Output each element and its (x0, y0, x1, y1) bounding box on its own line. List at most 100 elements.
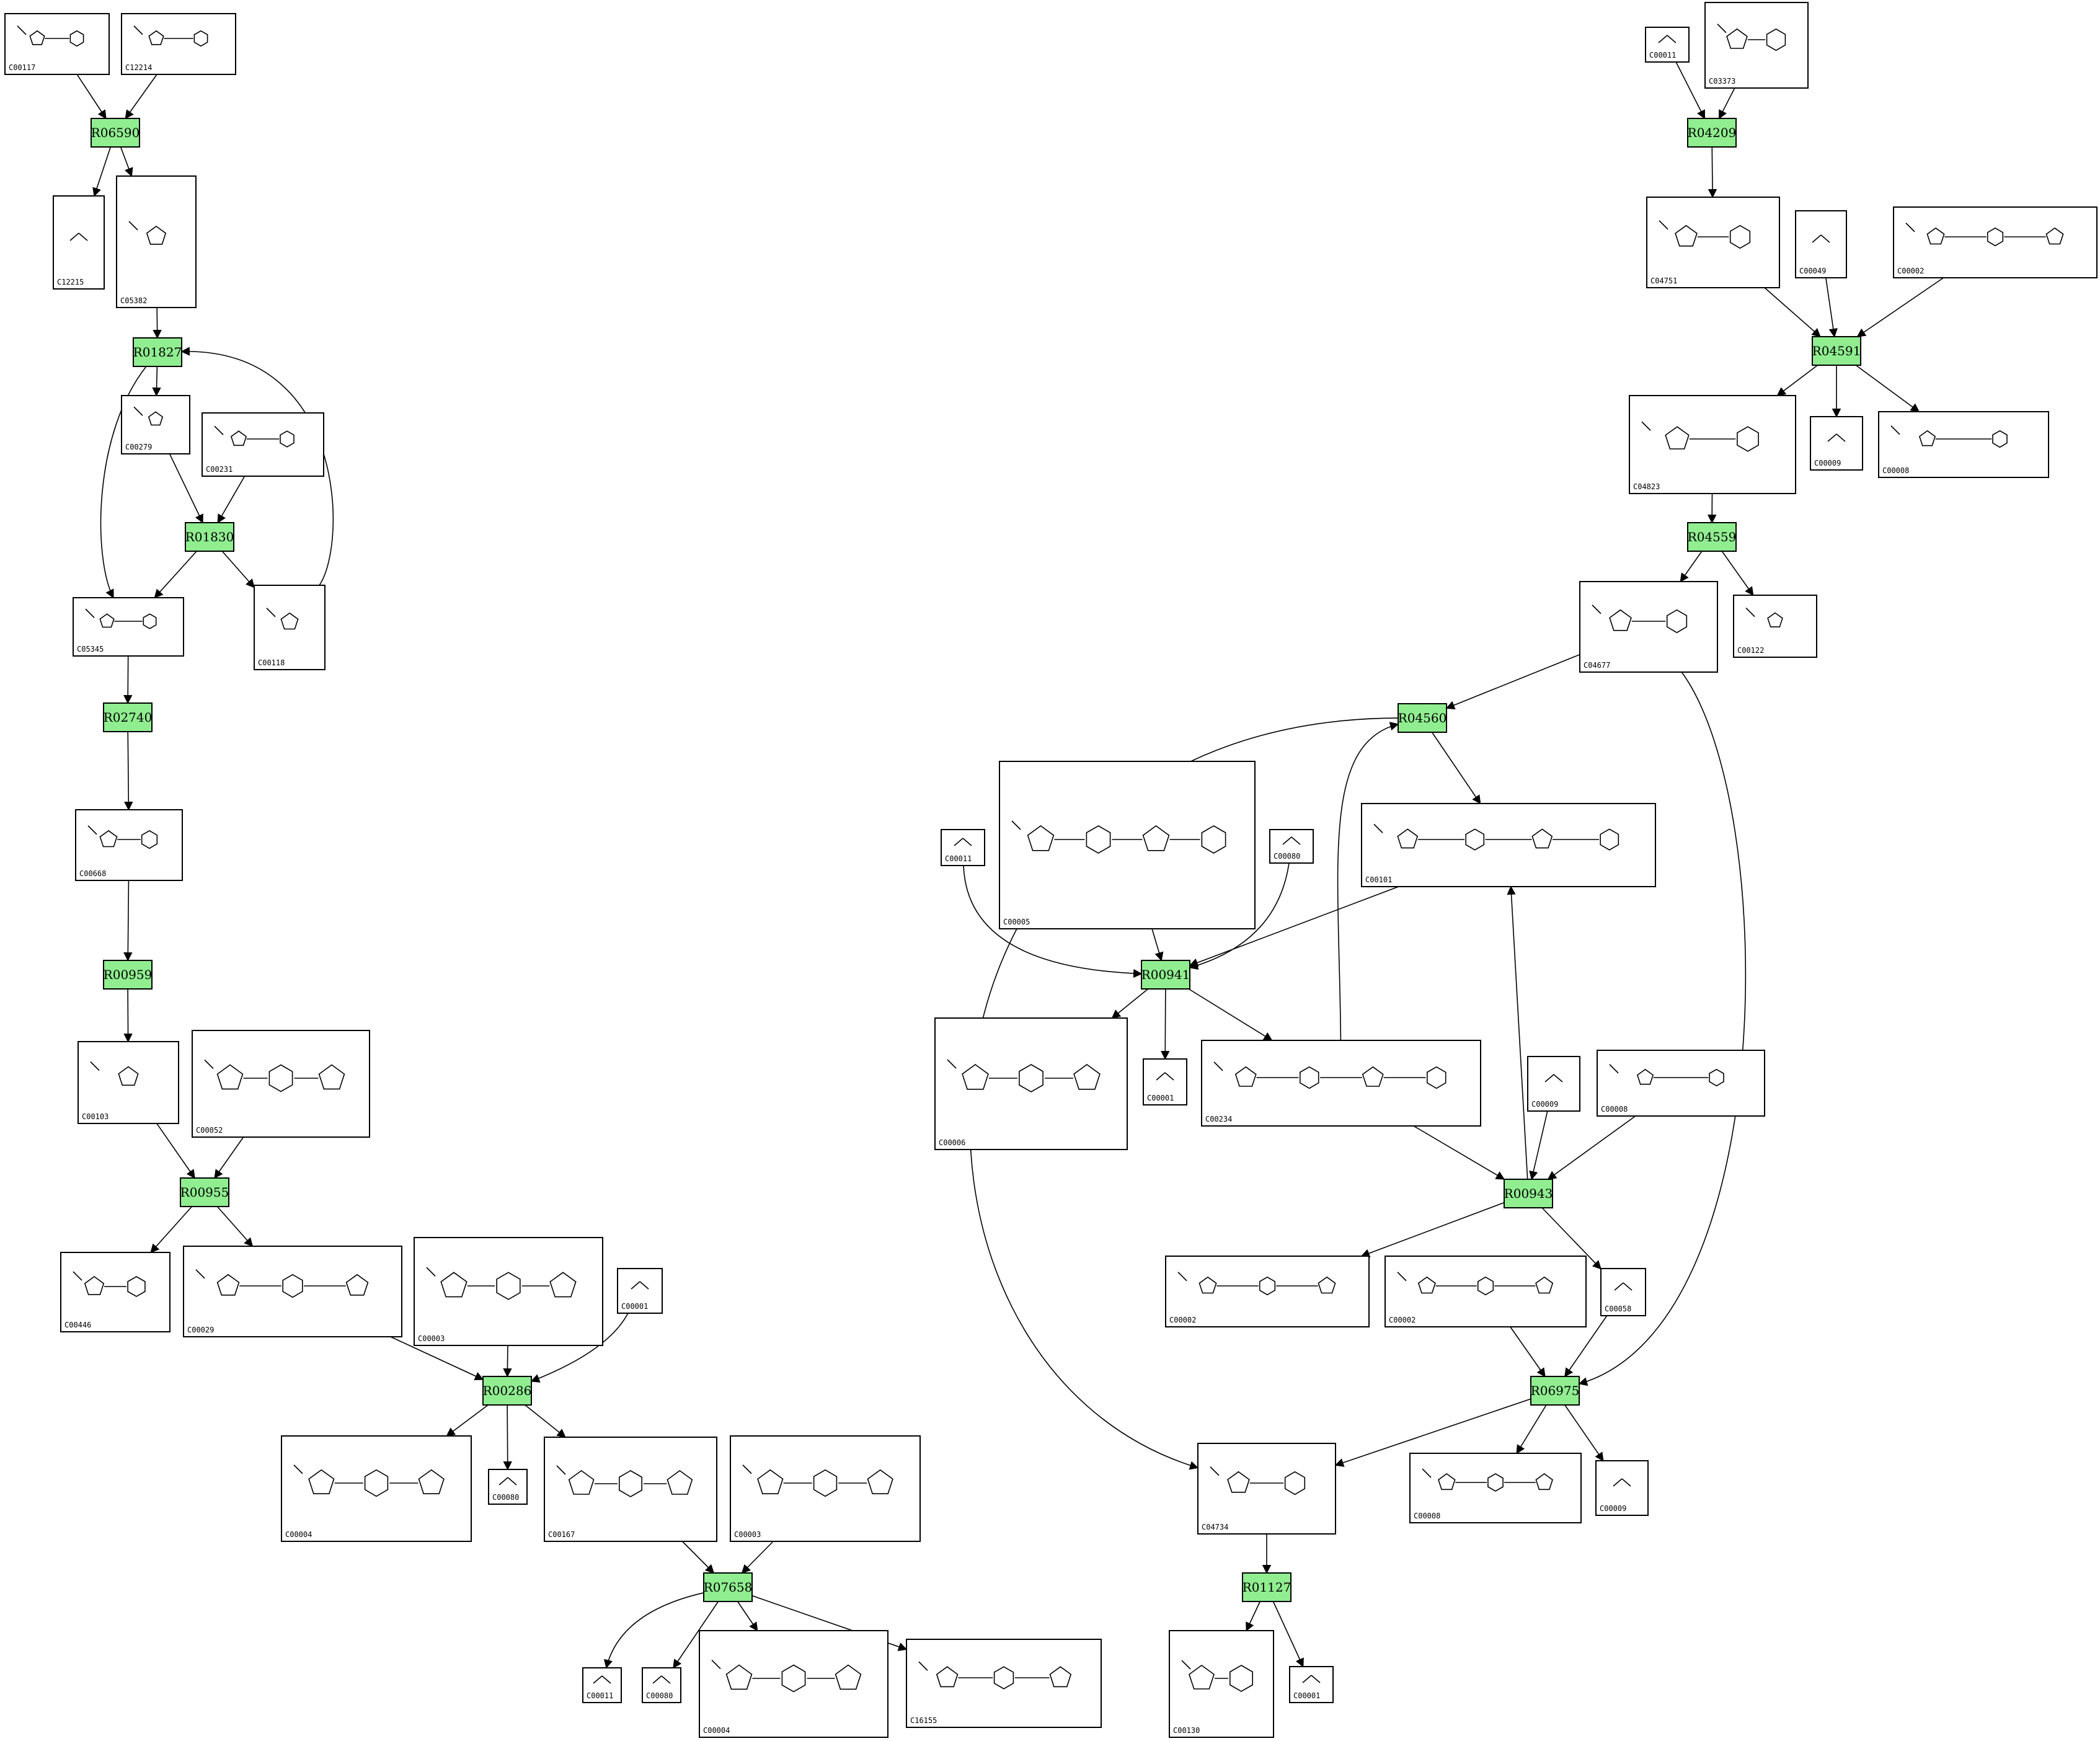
compound-node-c00080[interactable]: C00080 (1269, 829, 1314, 864)
compound-node-c04823[interactable]: C04823 (1629, 395, 1796, 494)
compound-box (617, 1268, 663, 1314)
compound-node-c00009[interactable]: C00009 (1527, 1056, 1580, 1112)
compound-node-c00008[interactable]: C00008 (1597, 1050, 1765, 1117)
compound-box (1201, 1040, 1481, 1127)
compound-node-c05382[interactable]: C05382 (116, 175, 197, 308)
reaction-node-r00941[interactable]: R00941 (1141, 960, 1190, 990)
compound-node-c00003[interactable]: C00003 (730, 1435, 921, 1542)
compound-node-c16155[interactable]: C16155 (906, 1639, 1102, 1728)
reaction-id-label: R06590 (91, 125, 140, 140)
reaction-node-r04591[interactable]: R04591 (1812, 336, 1861, 366)
reaction-node-r00959[interactable]: R00959 (103, 960, 153, 990)
compound-node-c00011[interactable]: C00011 (582, 1667, 622, 1703)
compound-box (73, 597, 184, 657)
compound-box (1361, 803, 1656, 887)
compound-node-c00446[interactable]: C00446 (60, 1252, 171, 1332)
reaction-node-r02740[interactable]: R02740 (103, 702, 153, 732)
reaction-node-r00286[interactable]: R00286 (482, 1376, 532, 1406)
reaction-id-label: R01127 (1243, 1580, 1291, 1595)
compound-id-label: C00002 (1389, 1316, 1416, 1324)
compound-id-label: C16155 (910, 1716, 937, 1725)
reaction-node-r06590[interactable]: R06590 (91, 118, 140, 148)
reaction-node-r00943[interactable]: R00943 (1504, 1179, 1553, 1208)
compound-node-c00231[interactable]: C00231 (202, 412, 324, 477)
compound-node-c12215[interactable]: C12215 (53, 195, 105, 290)
compound-node-c00167[interactable]: C00167 (544, 1437, 717, 1542)
compound-node-c00004[interactable]: C00004 (699, 1630, 888, 1738)
structure-imine-phosphate-icon (69, 233, 88, 241)
reaction-node-r04559[interactable]: R04559 (1687, 522, 1737, 552)
compound-id-label: C00167 (548, 1530, 575, 1539)
compound-box (281, 1435, 472, 1542)
compound-node-c00005[interactable]: C00005 (999, 761, 1256, 929)
structure-xylulose-5-phosphate-icon (214, 425, 295, 448)
structure-adp-icon (1609, 1064, 1724, 1087)
compound-id-label: C00002 (1169, 1316, 1196, 1324)
compound-node-c12214[interactable]: C12214 (121, 13, 236, 75)
compound-node-c00009[interactable]: C00009 (1595, 1460, 1649, 1516)
structure-galactose-1-phosphate-icon (73, 1271, 146, 1297)
reaction-box (1398, 703, 1447, 733)
compound-node-c00001[interactable]: C00001 (1143, 1058, 1187, 1105)
compound-node-c00011[interactable]: C00011 (941, 829, 985, 866)
structure-caír-icon (1659, 220, 1751, 249)
structure-co2-icon (1658, 35, 1677, 43)
reaction-node-r06975[interactable]: R06975 (1530, 1376, 1580, 1406)
compound-node-c00052[interactable]: C00052 (192, 1030, 370, 1138)
compound-node-c00049[interactable]: C00049 (1795, 210, 1847, 278)
compound-node-c00103[interactable]: C00103 (78, 1041, 179, 1124)
structure-adp-icon (1890, 425, 2008, 448)
compound-node-c00002[interactable]: C00002 (1893, 206, 2098, 278)
compound-node-c00080[interactable]: C00080 (642, 1667, 681, 1703)
compound-node-c00008[interactable]: C00008 (1409, 1453, 1582, 1523)
reaction-id-label: R06975 (1531, 1383, 1580, 1398)
compound-node-c03373[interactable]: C03373 (1704, 2, 1809, 89)
reaction-node-r01827[interactable]: R01827 (133, 337, 182, 367)
compound-id-label: C00234 (1205, 1115, 1232, 1123)
compound-node-c00117[interactable]: C00117 (4, 13, 110, 75)
reaction-id-label: R01827 (133, 345, 182, 360)
compound-node-c00058[interactable]: C00058 (1600, 1268, 1646, 1316)
compound-node-c04751[interactable]: C04751 (1646, 197, 1780, 288)
edge-c32-r12 (1445, 653, 1580, 710)
reaction-node-r01127[interactable]: R01127 (1242, 1572, 1291, 1602)
compound-node-c00001[interactable]: C00001 (1289, 1666, 1334, 1703)
compound-node-c00130[interactable]: C00130 (1169, 1630, 1274, 1738)
compound-box (121, 13, 236, 75)
compound-node-c00009[interactable]: C00009 (1810, 416, 1863, 471)
compound-node-c00118[interactable]: C00118 (254, 585, 326, 670)
compound-node-c00234[interactable]: C00234 (1201, 1040, 1481, 1127)
reaction-node-r04209[interactable]: R04209 (1687, 118, 1737, 148)
compound-id-label: C00446 (64, 1321, 91, 1329)
compound-node-c04734[interactable]: C04734 (1197, 1443, 1336, 1535)
reaction-node-r01830[interactable]: R01830 (185, 522, 234, 552)
compound-box (1527, 1056, 1580, 1112)
compound-id-label: C12214 (125, 63, 152, 72)
compound-node-c00008[interactable]: C00008 (1878, 411, 2049, 478)
compound-node-c00002[interactable]: C00002 (1384, 1256, 1587, 1327)
reaction-node-r07658[interactable]: R07658 (703, 1572, 753, 1602)
compound-node-c00004[interactable]: C00004 (281, 1435, 472, 1542)
compound-node-c00668[interactable]: C00668 (75, 809, 183, 881)
edge-c18-r8 (681, 1541, 715, 1574)
reaction-node-r00955[interactable]: R00955 (180, 1177, 229, 1207)
compound-node-c00011[interactable]: C00011 (1645, 27, 1690, 63)
compound-node-c00002[interactable]: C00002 (1165, 1256, 1370, 1327)
structure-amino-sugar-phosphate-icon (133, 25, 208, 47)
edge-r15-c47 (1516, 1404, 1547, 1455)
compound-node-c00006[interactable]: C00006 (934, 1017, 1128, 1150)
compound-box (4, 13, 110, 75)
compound-node-c00122[interactable]: C00122 (1733, 595, 1817, 658)
edge-r1-c4 (120, 146, 133, 177)
compound-node-c00101[interactable]: C00101 (1361, 803, 1656, 887)
compound-node-c00003[interactable]: C00003 (414, 1237, 603, 1346)
compound-node-c00080[interactable]: C00080 (488, 1469, 528, 1505)
compound-box (488, 1469, 528, 1505)
compound-node-c00001[interactable]: C00001 (617, 1268, 663, 1314)
compound-node-c05345[interactable]: C05345 (73, 597, 184, 657)
compound-node-c00279[interactable]: C00279 (121, 395, 190, 454)
reaction-node-r04560[interactable]: R04560 (1398, 703, 1447, 733)
reaction-id-label: R00943 (1504, 1186, 1553, 1201)
compound-node-c00029[interactable]: C00029 (183, 1246, 402, 1337)
compound-node-c04677[interactable]: C04677 (1579, 581, 1718, 673)
